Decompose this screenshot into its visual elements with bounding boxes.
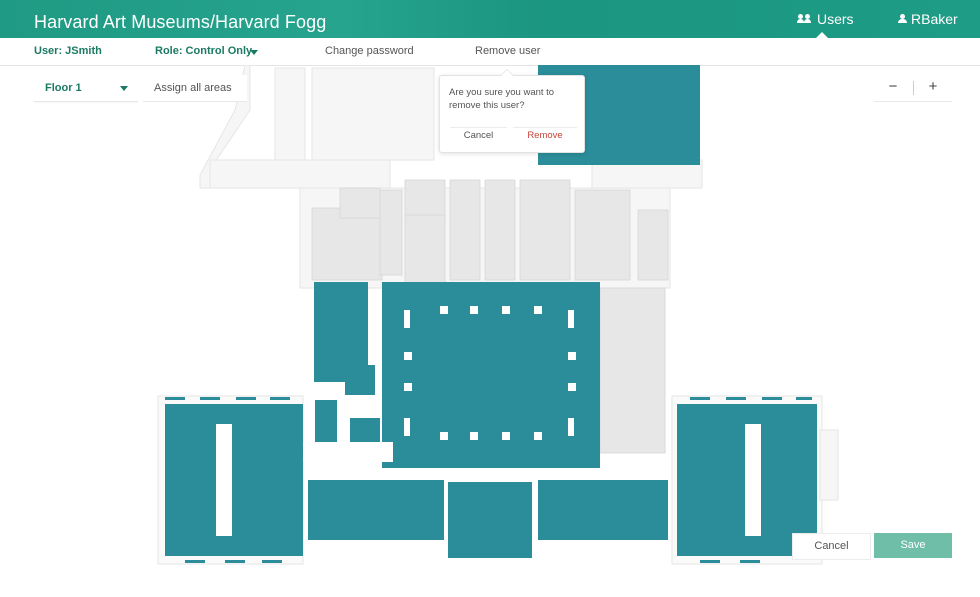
assigned-area-west-gallery[interactable]: [165, 404, 303, 556]
user-toolbar: User: JSmith Role: Control Only Change p…: [0, 38, 980, 66]
current-user-name: RBaker: [911, 11, 958, 27]
unassigned-rooms: [311, 179, 669, 454]
window-marks: [165, 397, 812, 563]
assigned-area-south-entrance[interactable]: [448, 482, 532, 558]
floor-select-value: Floor 1: [45, 82, 82, 94]
zoom-out-button[interactable]: −: [888, 78, 898, 95]
popover-remove-button[interactable]: Remove: [513, 127, 577, 144]
assign-all-areas-label: Assign all areas: [154, 82, 232, 94]
floor-select[interactable]: Floor 1: [34, 75, 138, 102]
remove-user-link[interactable]: Remove user: [475, 45, 541, 57]
chevron-down-icon[interactable]: [250, 50, 258, 55]
floor-plan-map: [157, 65, 839, 565]
assign-all-areas-button[interactable]: Assign all areas: [143, 75, 247, 102]
interior-features: [216, 306, 761, 536]
remove-user-confirm-popover: Are you sure you want to remove this use…: [439, 69, 585, 153]
app-header: Harvard Art Museums/Harvard Fogg Users R…: [0, 0, 980, 38]
confirm-message: Are you sure you want to remove this use…: [449, 87, 555, 111]
assigned-area-south-east[interactable]: [538, 480, 668, 540]
zoom-divider: [913, 81, 914, 95]
assigned-area-central-court[interactable]: [382, 282, 600, 468]
current-user-menu[interactable]: RBaker: [898, 0, 958, 38]
role-dropdown[interactable]: Role: Control Only: [155, 45, 253, 57]
selected-user-label: User: JSmith: [34, 45, 102, 57]
change-password-link[interactable]: Change password: [325, 45, 414, 57]
building-title: Harvard Art Museums/Harvard Fogg: [34, 12, 327, 32]
cancel-button[interactable]: Cancel: [792, 533, 871, 560]
assigned-area-small-room[interactable]: [315, 400, 337, 442]
users-icon: [796, 14, 812, 24]
person-icon: [898, 14, 907, 24]
popover-cancel-button[interactable]: Cancel: [450, 127, 507, 144]
save-button[interactable]: Save: [874, 533, 952, 558]
zoom-control: − +: [874, 75, 952, 102]
assigned-area-south-west[interactable]: [308, 480, 444, 540]
zoom-in-button[interactable]: +: [928, 78, 938, 95]
nav-users-label: Users: [817, 11, 854, 27]
assigned-areas: [165, 65, 817, 558]
nav-users-tab[interactable]: Users: [796, 0, 856, 38]
chevron-down-icon: [120, 86, 128, 91]
